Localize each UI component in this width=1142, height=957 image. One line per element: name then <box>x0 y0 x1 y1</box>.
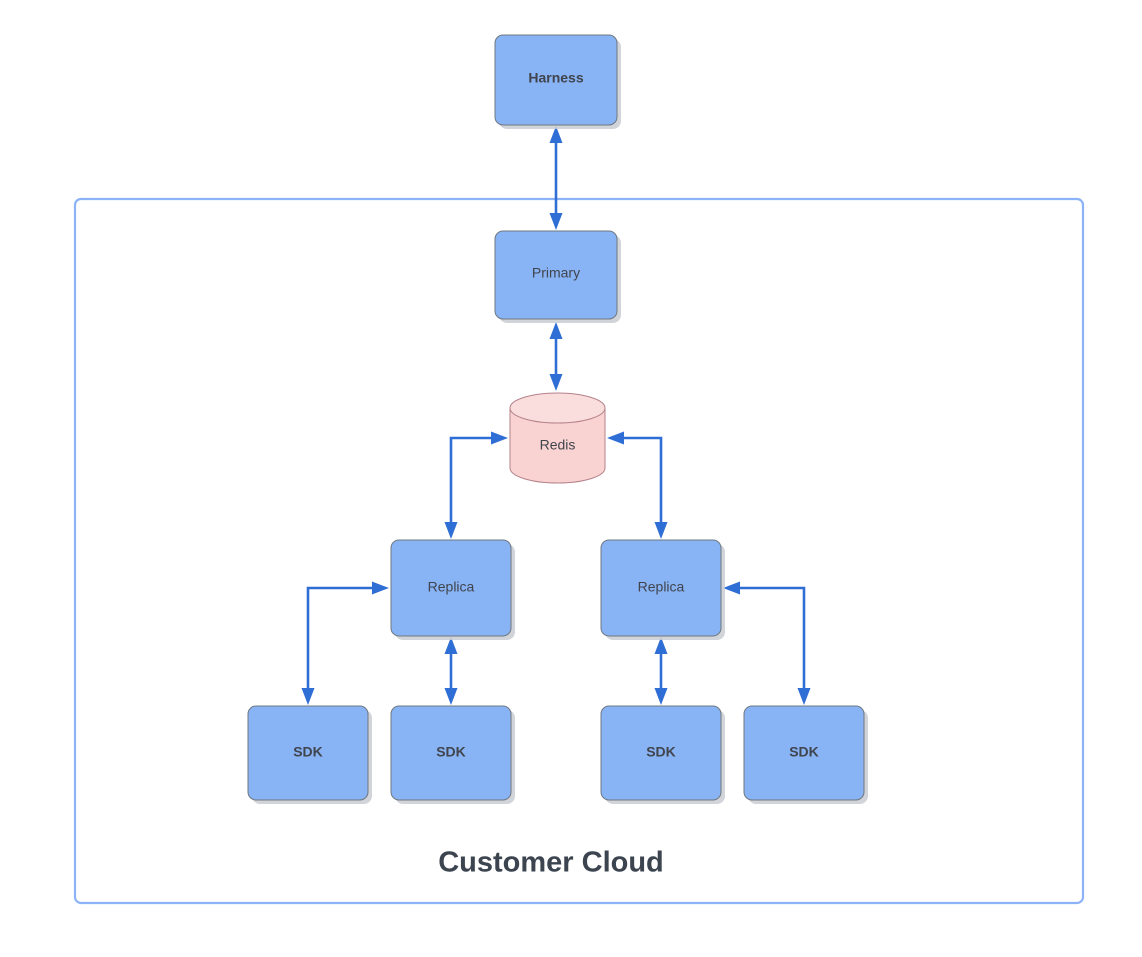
node-sdk-3[interactable]: SDK <box>600 705 725 804</box>
arrowhead-up <box>444 637 458 654</box>
arrowhead-up <box>654 637 668 654</box>
arrowhead-down <box>301 688 315 705</box>
arrowhead-up <box>549 126 563 143</box>
node-primary-label: Primary <box>532 265 580 281</box>
node-replica-right-rect <box>600 539 722 637</box>
node-sdk-1-rect <box>247 705 369 801</box>
node-sdk-4-label: SDK <box>789 744 819 760</box>
node-replica-right-label: Replica <box>638 579 685 595</box>
connector-replica-right-sdk-4[interactable] <box>723 581 811 706</box>
node-sdk-4[interactable]: SDK <box>743 705 868 804</box>
arrowhead-right <box>372 581 389 595</box>
arrowhead-down <box>654 688 668 705</box>
node-harness-label: Harness <box>528 70 583 86</box>
node-harness-rect <box>494 34 618 126</box>
customer-cloud-boundary[interactable] <box>73 197 1085 905</box>
node-replica-left[interactable]: Replica <box>390 539 515 640</box>
arrowhead-down <box>444 522 458 539</box>
node-primary[interactable]: Primary <box>494 230 621 323</box>
arrowhead-down <box>444 688 458 705</box>
connector-replica-left-sdk-1[interactable] <box>301 581 390 706</box>
arrowhead-left <box>723 581 740 595</box>
node-sdk-1[interactable]: SDK <box>247 705 372 804</box>
arrowhead-down <box>654 522 668 539</box>
node-replica-right[interactable]: Replica <box>600 539 725 640</box>
connector-harness-primary[interactable] <box>549 126 563 230</box>
connector-redis-replica-right[interactable] <box>607 431 668 540</box>
connector-primary-redis[interactable] <box>549 322 563 391</box>
connector-replica-right-sdk-3[interactable] <box>654 637 668 705</box>
node-sdk-2-label: SDK <box>436 744 466 760</box>
customer-cloud-label: Customer Cloud <box>438 847 664 879</box>
node-harness[interactable]: Harness <box>494 34 621 129</box>
connector-replica-left-sdk-2[interactable] <box>444 637 458 705</box>
node-sdk-1-label: SDK <box>293 744 323 760</box>
arrowhead-left <box>607 431 624 445</box>
arrowhead-up <box>549 322 563 339</box>
node-redis-body <box>509 407 606 484</box>
arrowhead-right <box>491 431 508 445</box>
node-replica-left-label: Replica <box>428 579 475 595</box>
node-sdk-2[interactable]: SDK <box>390 705 515 804</box>
arrowhead-down <box>549 374 563 391</box>
node-sdk-2-rect <box>390 705 512 801</box>
node-sdk-3-label: SDK <box>646 744 676 760</box>
node-replica-left-rect <box>390 539 512 637</box>
node-redis-top <box>509 392 606 424</box>
node-redis-label: Redis <box>540 437 576 453</box>
node-sdk-4-rect <box>743 705 865 801</box>
node-sdk-3-rect <box>600 705 722 801</box>
node-primary-rect <box>494 230 618 320</box>
arrowhead-down <box>549 213 563 230</box>
node-redis[interactable]: Redis <box>509 392 606 484</box>
connector-redis-replica-left[interactable] <box>444 431 509 540</box>
arrowhead-down <box>797 688 811 705</box>
